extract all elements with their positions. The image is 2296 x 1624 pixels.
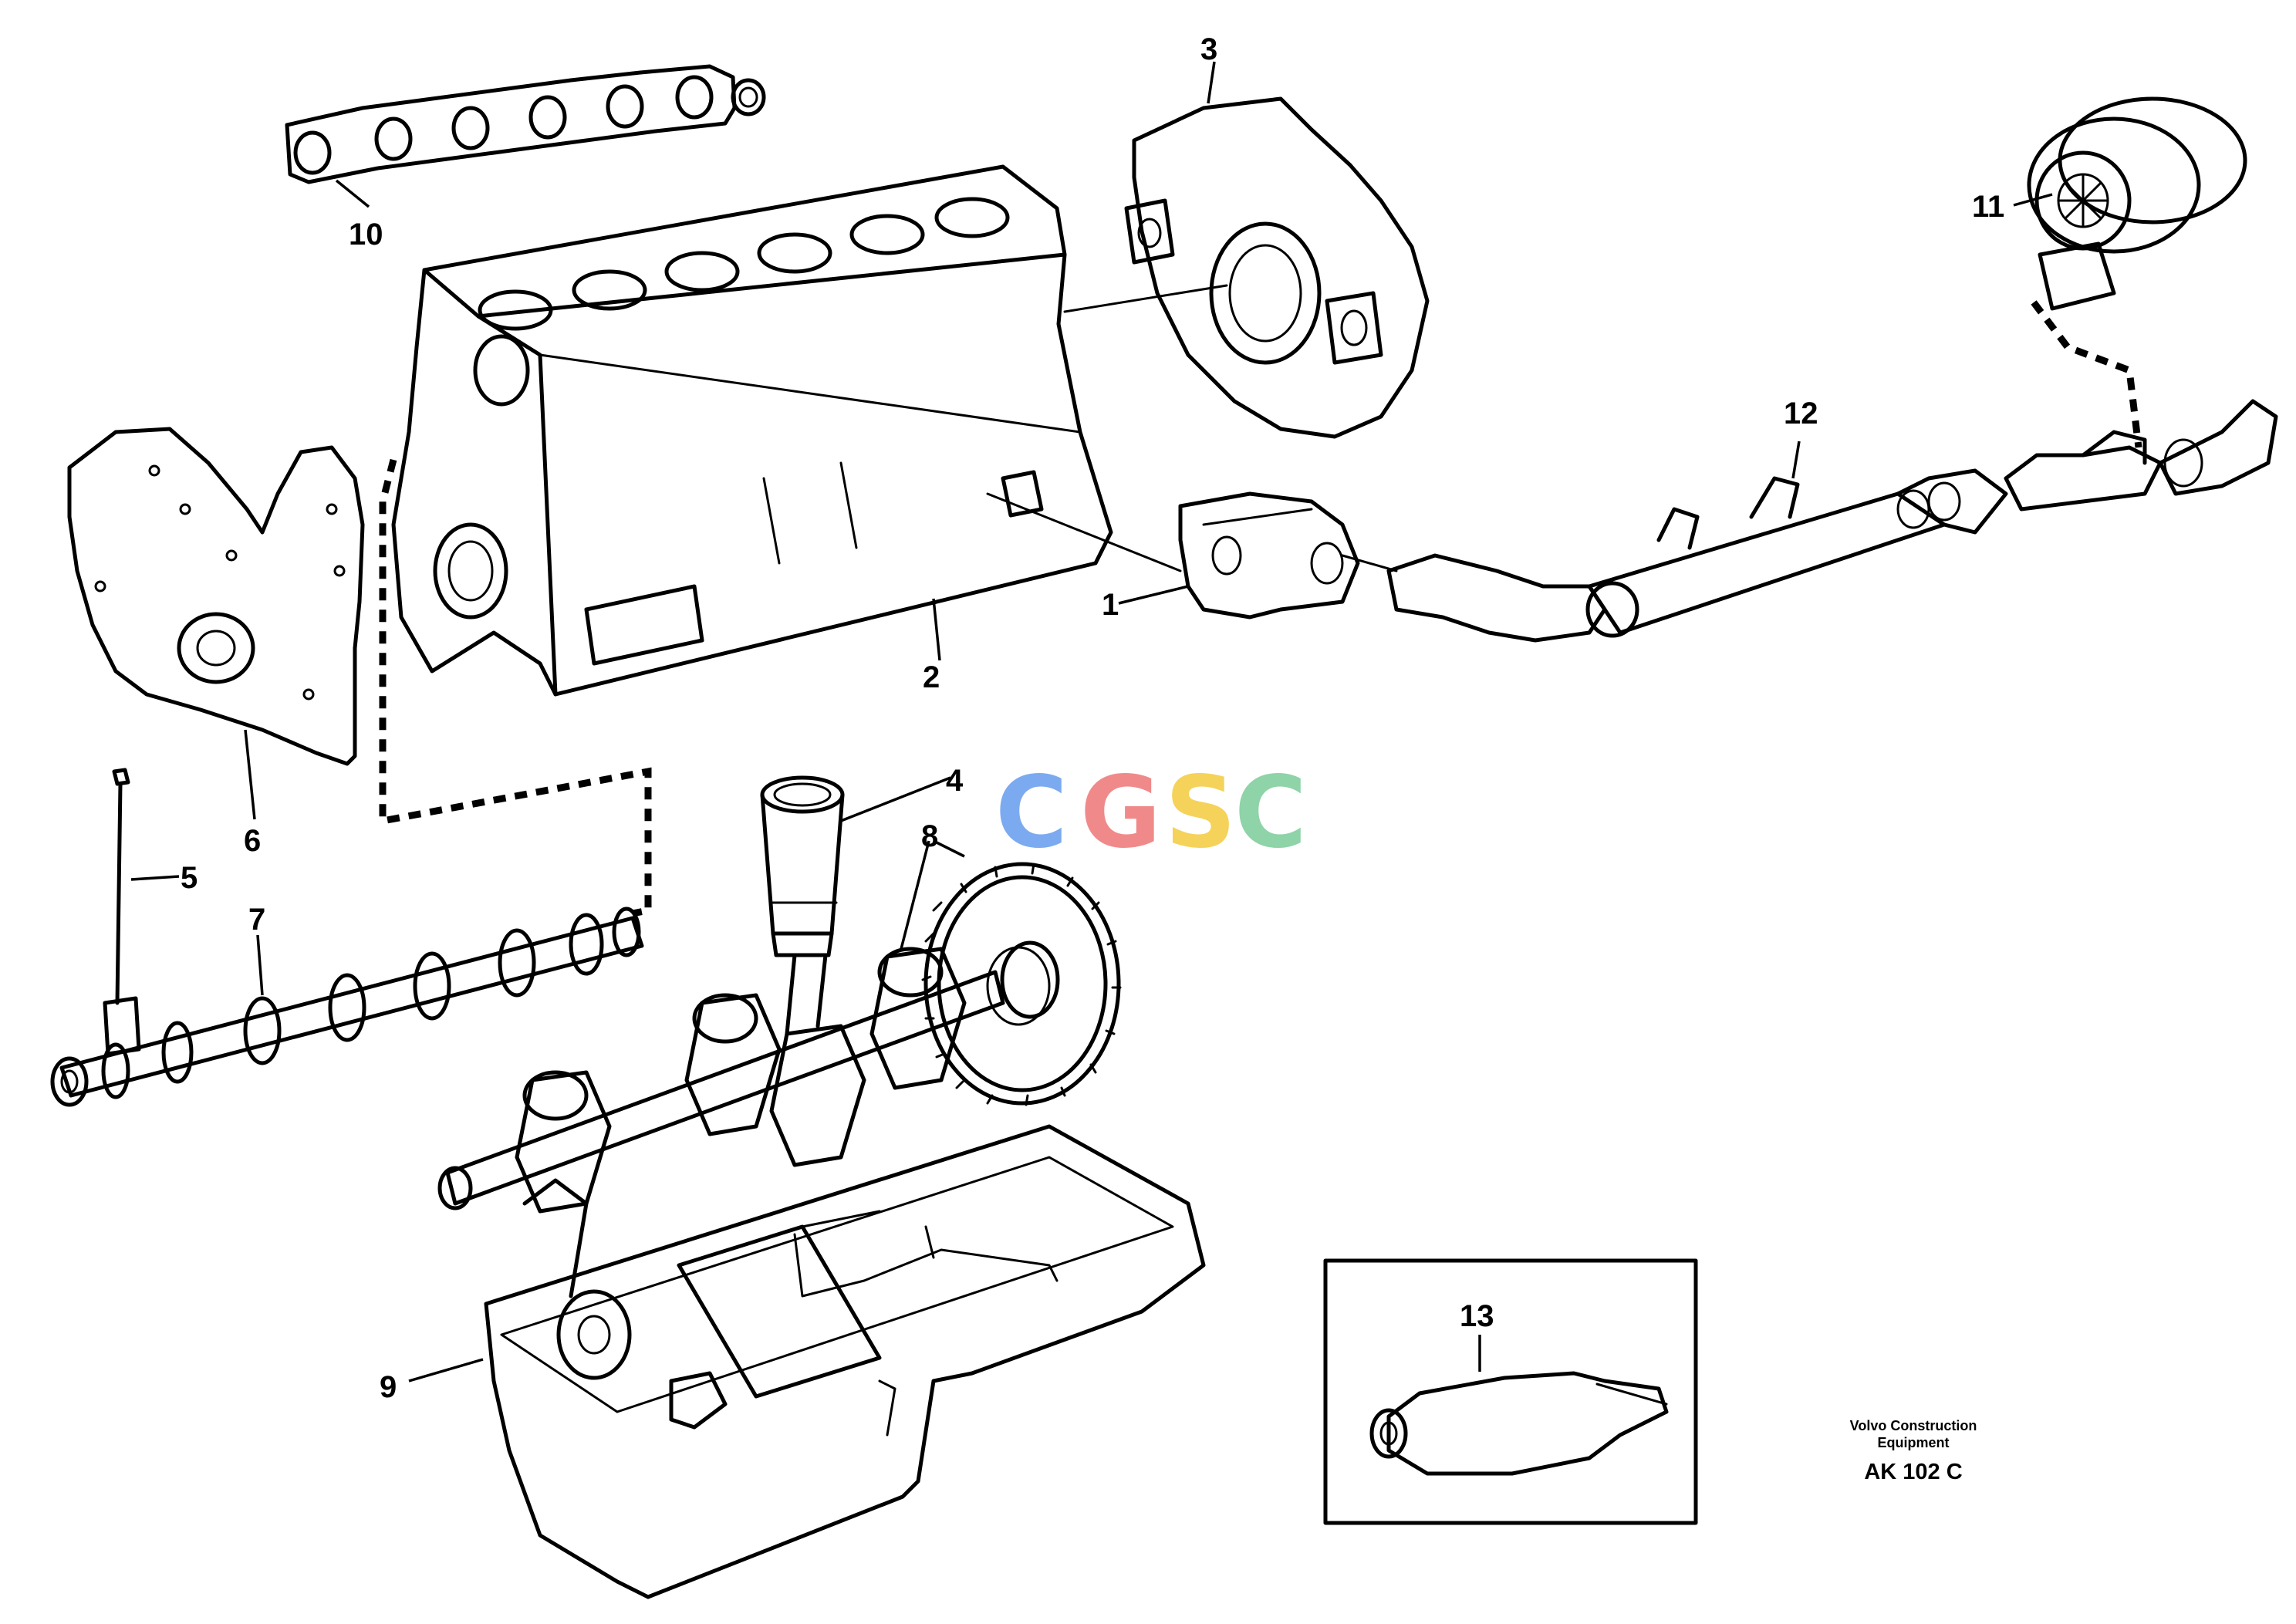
leader-7 [256, 934, 264, 996]
part-9-oil-sump [484, 1124, 1206, 1599]
caption-code: AK 102 C [1864, 1460, 1963, 1485]
watermark-letter-3: S [1165, 755, 1237, 870]
part-10-manifold-gasket [285, 64, 766, 184]
part-11-turbocharger [2027, 96, 2247, 311]
callout-12: 12 [1784, 397, 1818, 430]
leader-11 [2013, 193, 2053, 207]
leader-12 [1791, 441, 1801, 479]
callout-7: 7 [248, 903, 266, 937]
part-1-bracket [986, 491, 1398, 620]
dashed-link-block-camshaft [379, 458, 652, 917]
watermark-letter-1: C [995, 755, 1068, 870]
callout-1: 1 [1102, 588, 1119, 622]
leader-6 [244, 729, 256, 820]
callout-3: 3 [1200, 32, 1218, 66]
part-2-cylinder-block [391, 164, 1113, 697]
part-3-flywheel-housing [1063, 96, 1430, 439]
callout-13: 13 [1460, 1299, 1494, 1333]
caption-company-line2: Equipment [1877, 1434, 1950, 1450]
dashed-link-turbo-pipe [2031, 300, 2142, 448]
leader-5 [130, 875, 180, 881]
callout-8: 8 [921, 819, 939, 853]
part-8-crankshaft [437, 862, 1122, 1214]
leader-10 [335, 179, 370, 208]
callout-10: 10 [349, 218, 383, 252]
callout-11: 11 [1972, 190, 2005, 224]
leader-3 [1207, 61, 1216, 104]
part-6-timing-cover [67, 427, 365, 766]
part-12-exhaust-pipe [1386, 399, 2278, 643]
part-7-camshaft [50, 907, 644, 1107]
part-5-sensor-rod [103, 768, 141, 1056]
diagram-caption: Volvo Construction Equipment AK 102 C [1805, 1418, 2021, 1486]
callout-2: 2 [923, 660, 940, 694]
leader-2 [932, 598, 941, 661]
watermark-letter-4: C [1234, 755, 1307, 870]
part-4-cylinder-liner [760, 775, 845, 957]
caption-company-line1: Volvo Construction [1849, 1418, 1977, 1433]
callout-5: 5 [181, 861, 198, 895]
leader-9 [408, 1358, 484, 1383]
callout-4: 4 [946, 764, 964, 798]
leader-1 [1118, 585, 1189, 605]
watermark-letter-2: G [1080, 755, 1162, 870]
part-13-sealant-box [1323, 1258, 1698, 1525]
callout-6: 6 [244, 824, 262, 858]
leader-8 [900, 839, 965, 950]
leader-4 [840, 776, 951, 822]
callout-9: 9 [380, 1370, 397, 1404]
